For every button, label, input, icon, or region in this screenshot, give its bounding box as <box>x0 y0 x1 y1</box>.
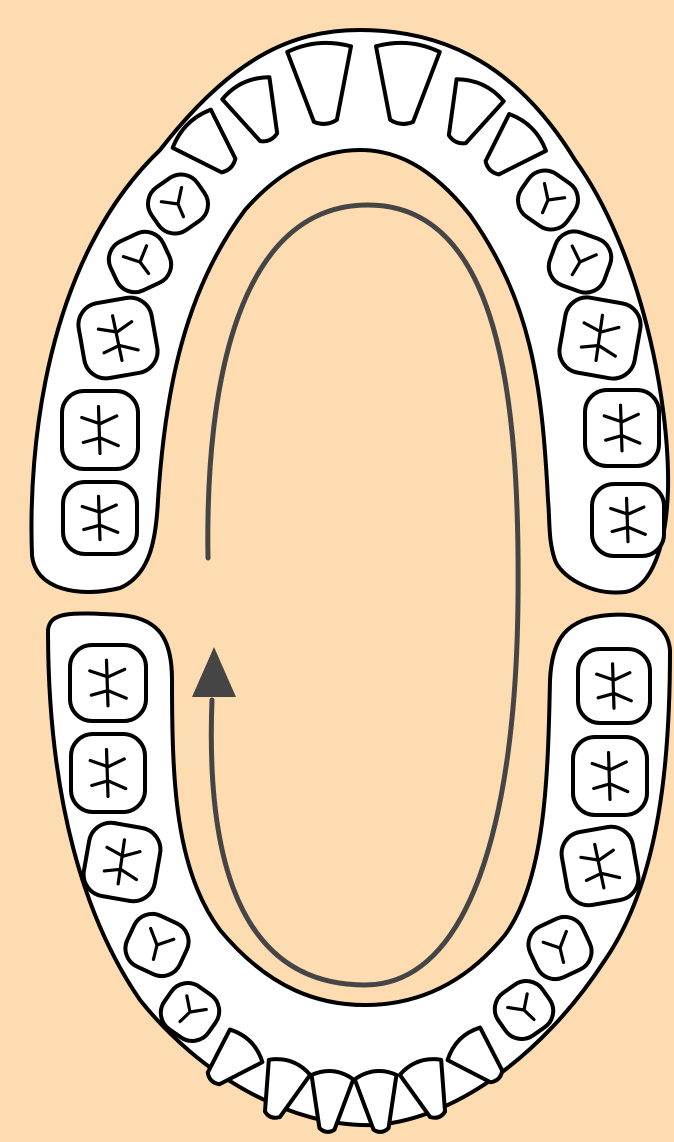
upper-tooth-left-second-molar <box>62 391 138 469</box>
upper-tooth-left-first-molar <box>75 294 161 382</box>
lower-tooth-left-third-molar <box>70 645 146 721</box>
lower-tooth-right-first-molar <box>558 823 642 908</box>
upper-tooth-left-third-molar <box>63 482 137 554</box>
upper-tooth-right-second-molar <box>585 390 659 466</box>
upper-tooth-right-third-molar <box>592 484 664 556</box>
upper-tooth-right-first-molar <box>556 294 644 382</box>
lower-tooth-right-second-molar <box>573 737 647 815</box>
lower-tooth-left-second-molar <box>71 734 145 812</box>
lower-tooth-right-third-molar <box>578 649 650 723</box>
lower-tooth-left-first-molar <box>80 819 164 904</box>
